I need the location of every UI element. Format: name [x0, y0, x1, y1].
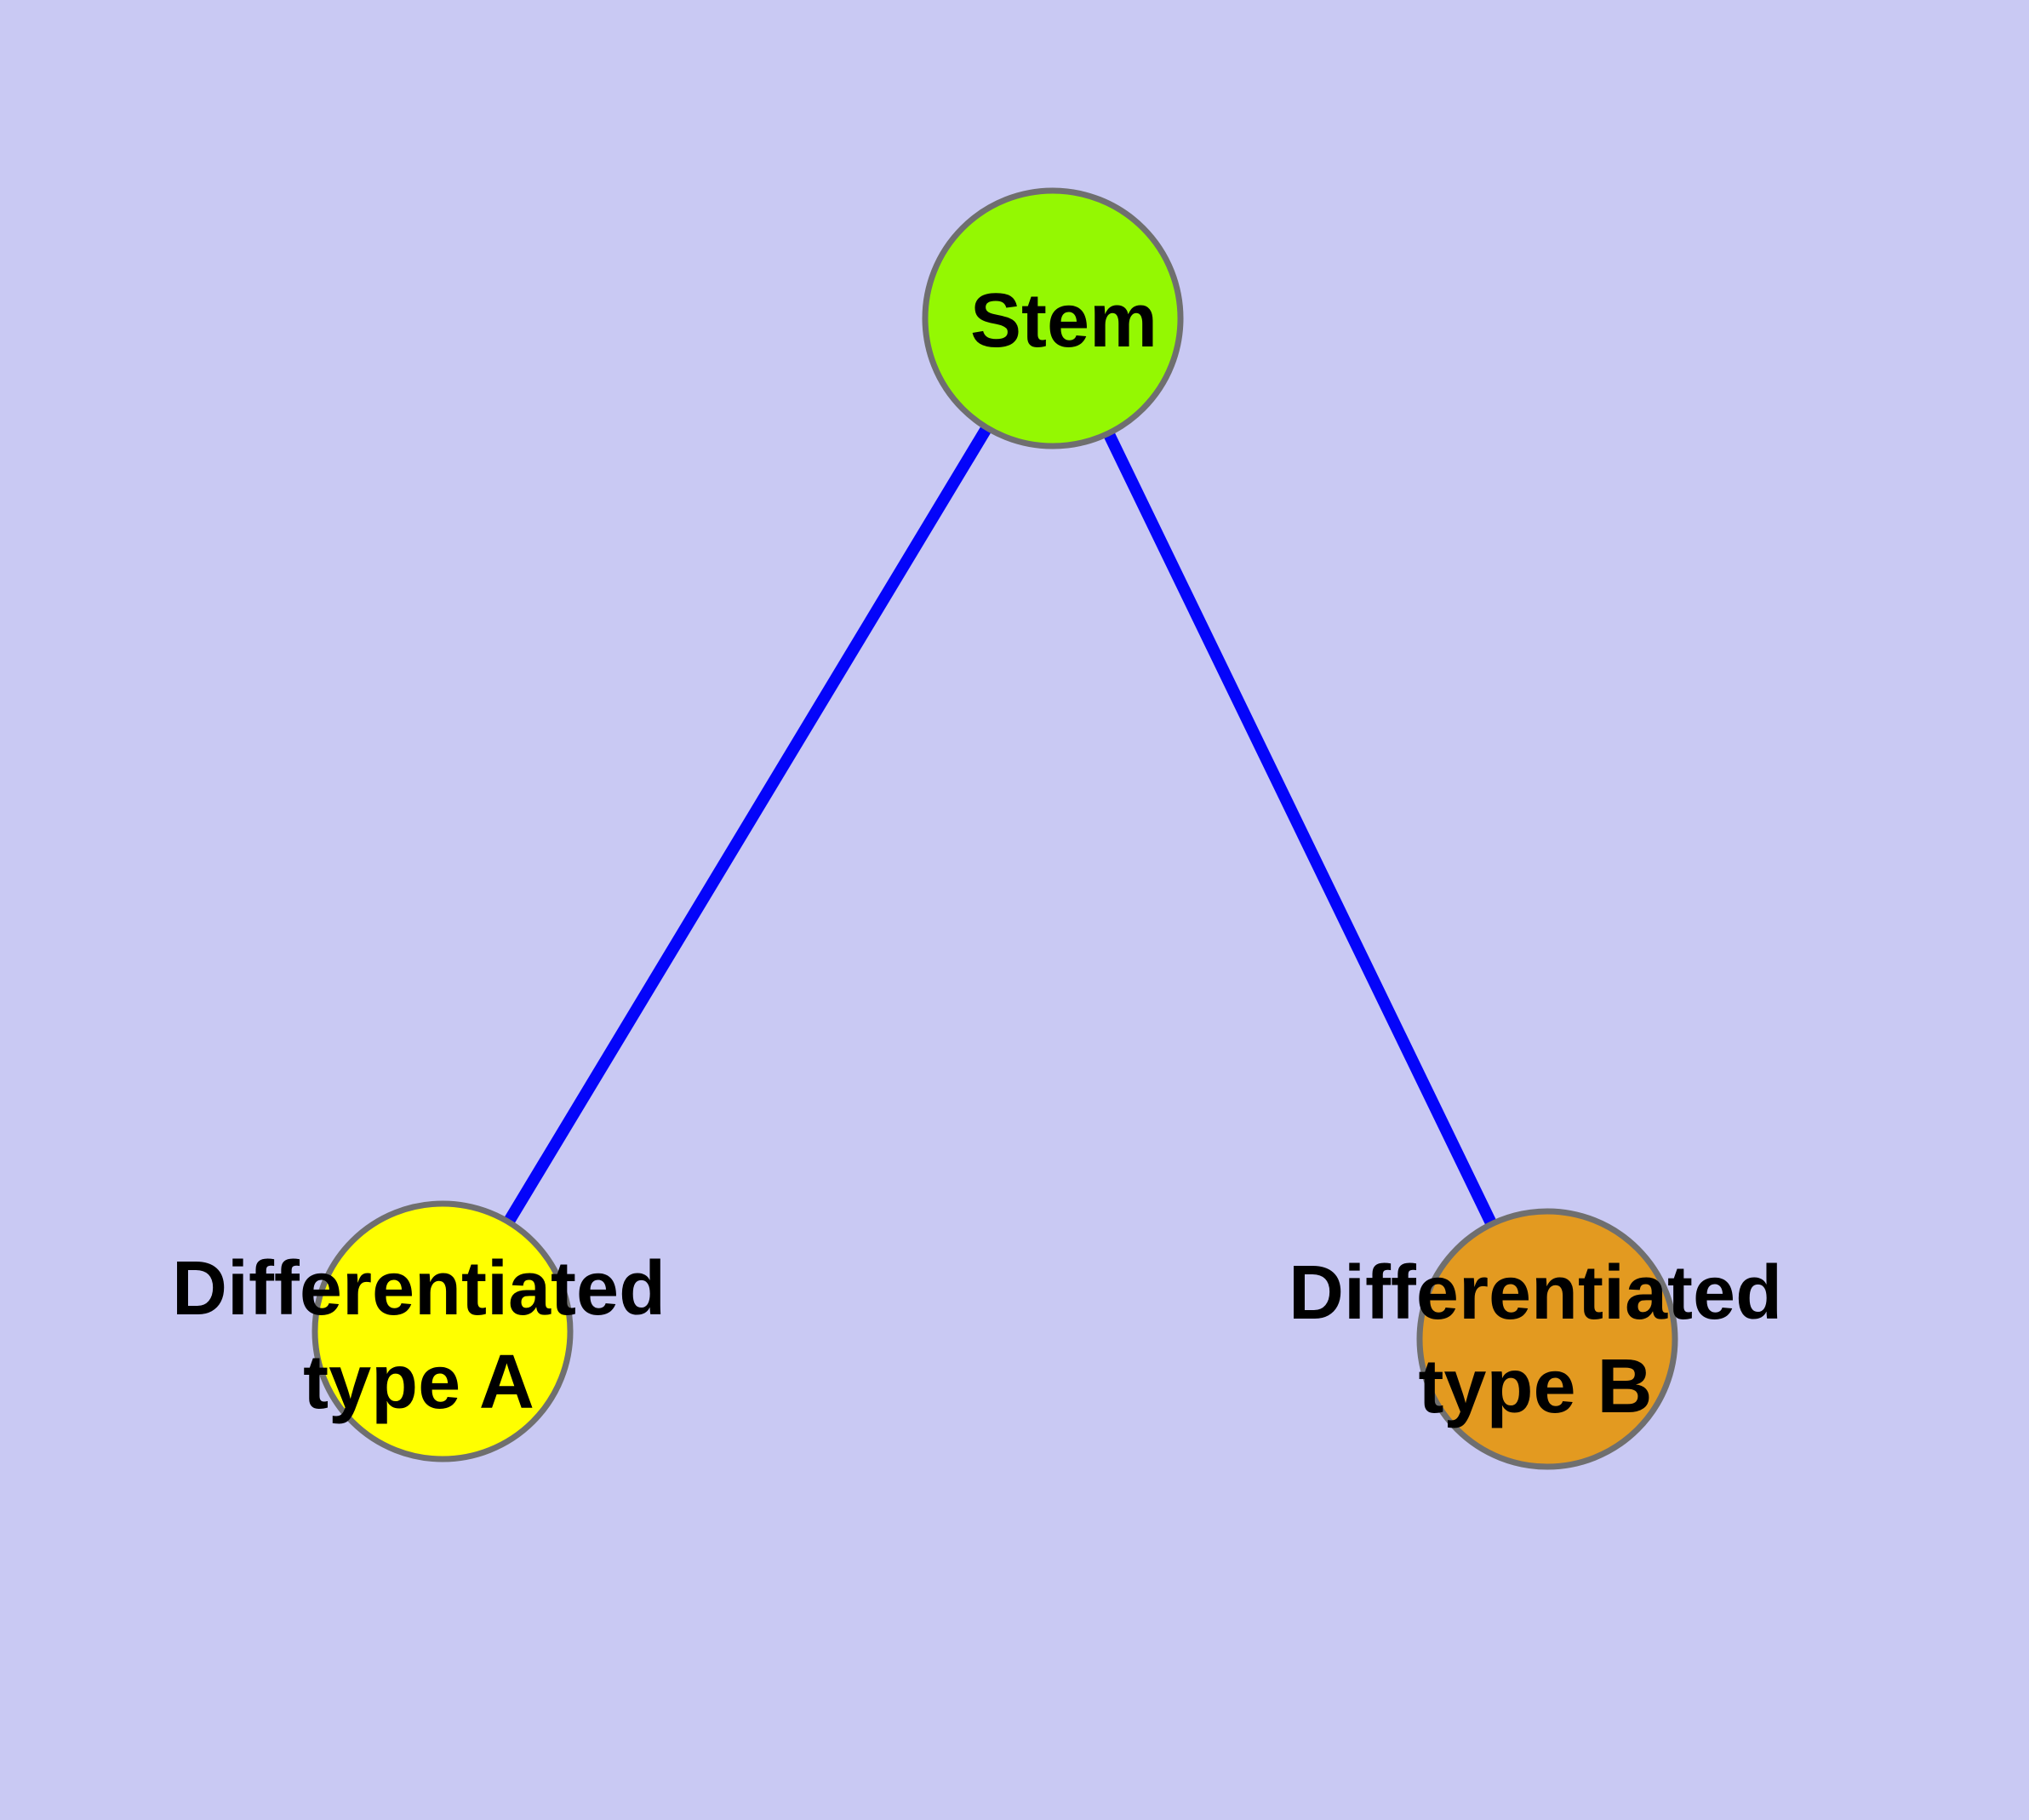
node-stem-label: Stem — [969, 278, 1158, 363]
edge-stem-to-type-b — [1047, 315, 1553, 1342]
node-differentiated-type-b-label: Differentiated type B — [1288, 1251, 1783, 1429]
edge-stem-to-type-a — [437, 315, 1058, 1335]
node-differentiated-type-a — [311, 1200, 574, 1462]
node-differentiated-type-b — [1416, 1208, 1678, 1470]
node-stem — [922, 187, 1184, 449]
node-differentiated-type-a-label: Differentiated type A — [171, 1246, 666, 1425]
